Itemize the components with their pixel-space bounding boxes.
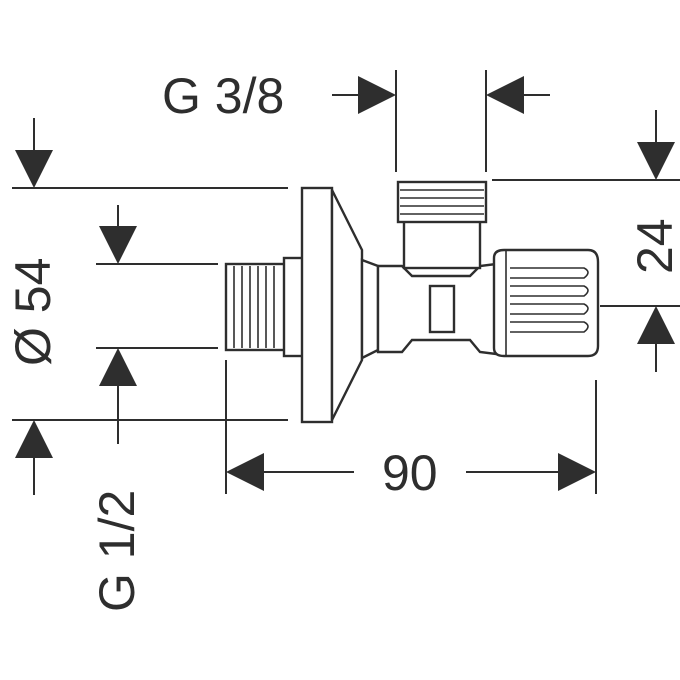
dimension-rosette-diameter: Ø 54 [5, 118, 288, 495]
outlet-connection [396, 180, 488, 270]
dimension-inlet-thread: G 1/2 [89, 205, 218, 612]
dimension-length: 90 [225, 360, 597, 501]
body-window [428, 284, 456, 334]
outlet-thread-label: G 3/8 [162, 68, 284, 124]
body-neck [360, 258, 380, 360]
inlet-thread-label: G 1/2 [89, 490, 145, 612]
length-label: 90 [382, 445, 438, 501]
dimension-outlet-thread: G 3/8 [162, 68, 550, 172]
valve-body [224, 180, 600, 424]
handwheel [492, 248, 600, 358]
height-label: 24 [627, 218, 680, 274]
rosette-diameter-label: Ø 54 [5, 258, 61, 366]
inlet-thread-stub [224, 256, 306, 358]
rosette [300, 186, 364, 424]
dimension-height: 24 [492, 110, 680, 372]
